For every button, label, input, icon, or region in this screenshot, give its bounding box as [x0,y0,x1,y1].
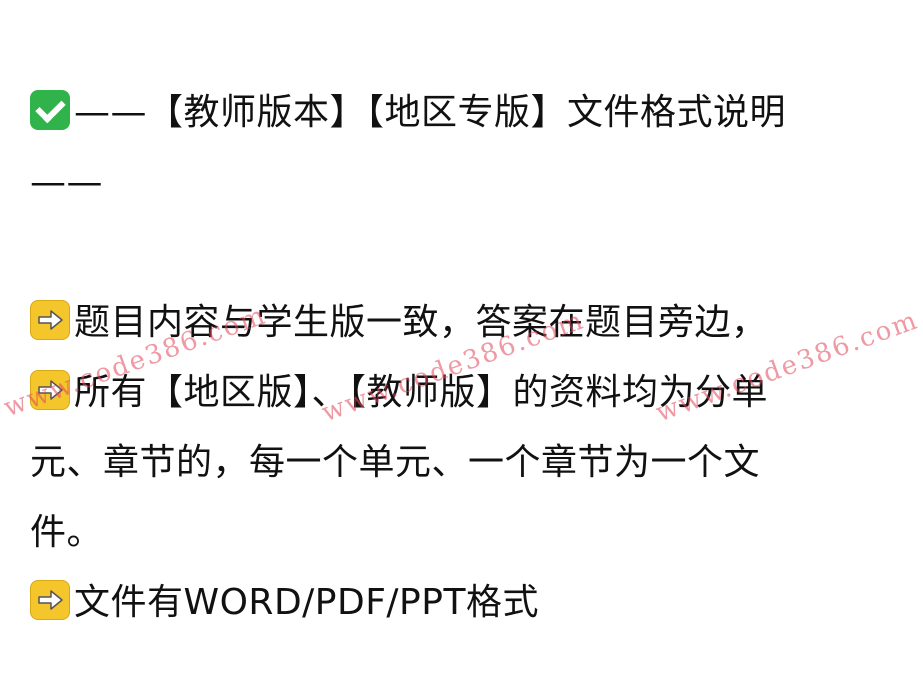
item-text: 所有【地区版】、【教师版】的资料均为分单元、章节的，每一个单元、一个章节为一个文… [30,372,769,553]
message-content: ——【教师版本】【地区专版】文件格式说明—— 题目内容与学生版一致，答案在题目旁… [30,78,830,638]
right-arrow-icon [30,300,70,340]
heading-text: ——【教师版本】【地区专版】文件格式说明—— [30,92,787,203]
heading-line: ——【教师版本】【地区专版】文件格式说明—— [30,78,830,218]
check-mark-icon [30,90,70,130]
blank-line [30,218,830,288]
right-arrow-icon [30,580,70,620]
item-text: 题目内容与学生版一致，答案在题目旁边， [74,302,768,343]
right-arrow-icon [30,370,70,410]
item-text: 文件有WORD/PDF/PPT格式 [74,582,539,623]
list-item: 题目内容与学生版一致，答案在题目旁边， [30,288,830,358]
list-item: 文件有WORD/PDF/PPT格式 [30,568,830,638]
list-item: 所有【地区版】、【教师版】的资料均为分单元、章节的，每一个单元、一个章节为一个文… [30,358,830,568]
